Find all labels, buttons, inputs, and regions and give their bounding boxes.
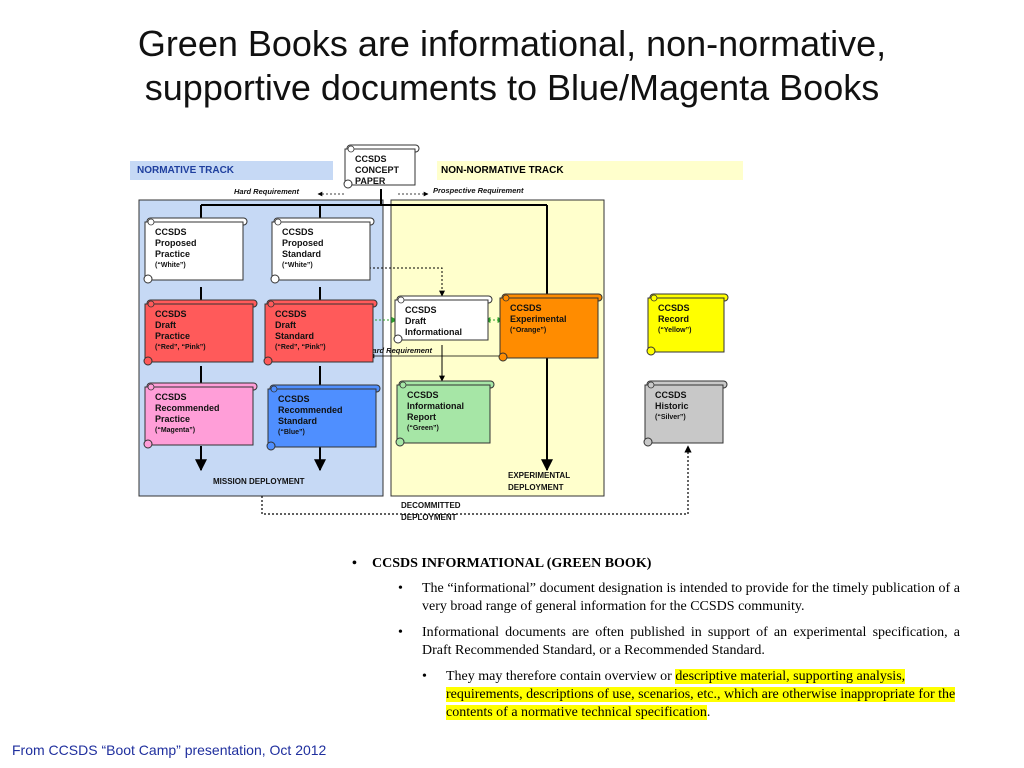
scroll-historic-line-1: Historic bbox=[655, 401, 689, 411]
scroll-draft-practice-line-0: CCSDS bbox=[155, 309, 187, 319]
scroll-historic-color-label: (“Silver”) bbox=[655, 414, 686, 421]
bullet-item-3-end: . bbox=[706, 705, 711, 720]
slide-footer: From CCSDS “Boot Camp” presentation, Oct… bbox=[12, 742, 327, 758]
scroll-proposed-practice-color-label: (“White”) bbox=[155, 262, 186, 269]
decommitted-path bbox=[261, 445, 692, 515]
document-scrolls: CCSDSCONCEPTPAPERCCSDSProposedPractice(“… bbox=[143, 144, 729, 451]
scroll-draft-standard-line-1: Draft bbox=[275, 320, 296, 330]
scroll-proposed-practice-line-2: Practice bbox=[155, 249, 190, 259]
scroll-draft-practice-line-1: Draft bbox=[155, 320, 176, 330]
scroll-proposed-standard-line-0: CCSDS bbox=[282, 227, 314, 237]
scroll-informational-report-line-0: CCSDS bbox=[407, 390, 439, 400]
scroll-recommended-standard-line-2: Standard bbox=[278, 416, 317, 426]
title-line-2: supportive documents to Blue/Magenta Boo… bbox=[144, 67, 880, 108]
bullet-list: CCSDS INFORMATIONAL (GREEN BOOK) The “in… bbox=[352, 556, 960, 722]
slide-title: Green Books are informational, non-norma… bbox=[0, 22, 1024, 110]
scroll-draft-practice-color-label: (“Red”, “Pink”) bbox=[155, 344, 206, 351]
scroll-informational-report-line-1: Informational bbox=[407, 401, 464, 411]
scroll-proposed-practice-line-0: CCSDS bbox=[155, 227, 187, 237]
scroll-recommended-practice-line-1: Recommended bbox=[155, 403, 220, 413]
scroll-informational-report-line-2: Report bbox=[407, 412, 436, 422]
scroll-historic-line-0: CCSDS bbox=[655, 390, 687, 400]
scroll-draft-standard-line-2: Standard bbox=[275, 331, 314, 341]
bullet-heading: CCSDS INFORMATIONAL (GREEN BOOK) bbox=[352, 556, 960, 572]
bullet-item-1: The “informational” document designation… bbox=[398, 580, 960, 616]
scroll-recommended-practice-line-2: Practice bbox=[155, 414, 190, 424]
scroll-record-line-1: Record bbox=[658, 314, 689, 324]
non-normative-track-header bbox=[437, 161, 743, 180]
title-line-1: Green Books are informational, non-norma… bbox=[137, 23, 887, 64]
decommitted-deployment-label-1: DECOMMITTED bbox=[401, 501, 461, 510]
scroll-draft-informational-line-1: Draft bbox=[405, 316, 426, 326]
scroll-proposed-standard-line-2: Standard bbox=[282, 249, 321, 259]
standard-to-informational-dotted bbox=[365, 267, 445, 297]
scroll-record-color-label: (“Yellow”) bbox=[658, 327, 691, 334]
hard-requirement-label: Hard Requirement bbox=[234, 187, 300, 196]
bullet-item-3: They may therefore contain overview or d… bbox=[422, 668, 960, 722]
scroll-concept-line-1: CONCEPT bbox=[355, 165, 400, 175]
scroll-proposed-standard-color-label: (“White”) bbox=[282, 262, 313, 269]
normative-track-label: NORMATIVE TRACK bbox=[137, 165, 235, 176]
scroll-draft-standard-color-label: (“Red”, “Pink”) bbox=[275, 344, 326, 351]
scroll-recommended-practice-color-label: (“Magenta”) bbox=[155, 427, 195, 434]
scroll-recommended-standard-line-0: CCSDS bbox=[278, 394, 310, 404]
scroll-recommended-standard-line-1: Recommended bbox=[278, 405, 343, 415]
scroll-draft-practice-line-2: Practice bbox=[155, 331, 190, 341]
scroll-recommended-practice-line-0: CCSDS bbox=[155, 392, 187, 402]
scroll-concept-line-0: CCSDS bbox=[355, 154, 387, 164]
experimental-deployment-label-2: DEPLOYMENT bbox=[508, 483, 564, 492]
normative-track-header bbox=[130, 161, 333, 180]
scroll-proposed-practice-line-1: Proposed bbox=[155, 238, 197, 248]
scroll-experimental-line-1: Experimental bbox=[510, 314, 567, 324]
scroll-informational-report-color-label: (“Green”) bbox=[407, 425, 439, 432]
hard-requirement-label-2: Hard Requirement bbox=[367, 346, 433, 355]
scroll-proposed-standard-line-1: Proposed bbox=[282, 238, 324, 248]
scroll-experimental-line-0: CCSDS bbox=[510, 303, 542, 313]
non-normative-track-label: NON-NORMATIVE TRACK bbox=[441, 165, 564, 176]
scroll-recommended-standard-color-label: (“Blue”) bbox=[278, 429, 305, 436]
scroll-draft-informational-line-2: Informational bbox=[405, 327, 462, 337]
mission-deployment-label: MISSION DEPLOYMENT bbox=[213, 477, 305, 486]
experimental-deployment-label-1: EXPERIMENTAL bbox=[508, 471, 570, 480]
scroll-draft-informational-line-0: CCSDS bbox=[405, 305, 437, 315]
decommitted-deployment-label-2: DEPLOYMENT bbox=[401, 513, 457, 522]
scroll-concept-line-2: PAPER bbox=[355, 176, 386, 186]
scroll-draft-standard-line-0: CCSDS bbox=[275, 309, 307, 319]
bullet-item-3-text: They may therefore contain overview or bbox=[446, 669, 676, 684]
scroll-record-line-0: CCSDS bbox=[658, 303, 690, 313]
scroll-experimental-color-label: (“Orange”) bbox=[510, 327, 546, 334]
bullet-item-2: Informational documents are often publis… bbox=[398, 624, 960, 660]
prospective-requirement-label: Prospective Requirement bbox=[433, 186, 524, 195]
